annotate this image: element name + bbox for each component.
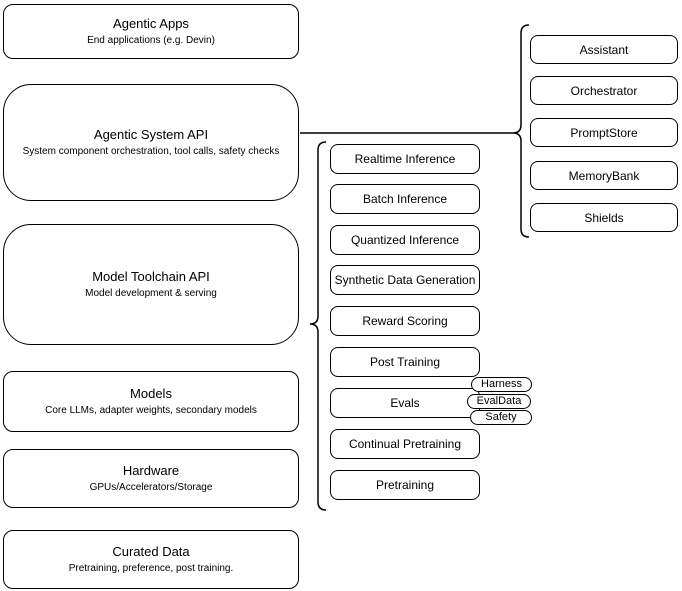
node-realtime-inference: Realtime Inference xyxy=(330,144,480,174)
node-label: MemoryBank xyxy=(568,168,640,183)
node-curated-data: Curated Data Pretraining, preference, po… xyxy=(3,530,299,589)
node-hardware: Hardware GPUs/Accelerators/Storage xyxy=(3,449,299,508)
node-title: Curated Data xyxy=(112,543,190,559)
node-subtitle: System component orchestration, tool cal… xyxy=(22,146,280,158)
node-memorybank: MemoryBank xyxy=(530,161,678,190)
right-curly-brace xyxy=(512,24,530,238)
node-subtitle: Pretraining, preference, post training. xyxy=(68,563,234,575)
node-label: Pretraining xyxy=(375,478,435,492)
node-model-toolchain-api: Model Toolchain API Model development & … xyxy=(3,224,299,345)
node-label: Assistant xyxy=(579,42,629,57)
node-subtitle: Model development & serving xyxy=(85,288,217,300)
tag-safety: Safety xyxy=(470,410,532,425)
node-title: Models xyxy=(130,385,172,401)
node-continual-pretraining: Continual Pretraining xyxy=(330,429,480,459)
node-label: Quantized Inference xyxy=(350,233,460,247)
node-label: Post Training xyxy=(369,355,441,369)
node-models: Models Core LLMs, adapter weights, secon… xyxy=(3,371,299,432)
node-agentic-apps: Agentic Apps End applications (e.g. Devi… xyxy=(3,4,299,59)
node-evals: Evals xyxy=(330,388,480,418)
node-promptstore: PromptStore xyxy=(530,118,678,147)
node-subtitle: End applications (e.g. Devin) xyxy=(87,35,215,47)
node-subtitle: GPUs/Accelerators/Storage xyxy=(89,482,213,494)
node-synthetic-data-generation: Synthetic Data Generation xyxy=(330,265,480,295)
node-assistant: Assistant xyxy=(530,35,678,64)
node-batch-inference: Batch Inference xyxy=(330,184,480,214)
tag-evaldata: EvalData xyxy=(467,394,531,409)
node-label: Shields xyxy=(584,210,624,225)
node-label: PromptStore xyxy=(570,125,638,140)
node-orchestrator: Orchestrator xyxy=(530,76,678,105)
node-label: Orchestrator xyxy=(570,83,638,98)
middle-curly-brace xyxy=(309,141,327,511)
node-shields: Shields xyxy=(530,203,678,232)
tag-harness: Harness xyxy=(471,377,532,392)
node-label: Reward Scoring xyxy=(362,314,448,328)
node-subtitle: Core LLMs, adapter weights, secondary mo… xyxy=(45,405,257,417)
node-quantized-inference: Quantized Inference xyxy=(330,225,480,255)
node-label: Evals xyxy=(390,396,420,410)
tag-label: Safety xyxy=(485,411,517,423)
node-label: Batch Inference xyxy=(362,192,448,206)
node-post-training: Post Training xyxy=(330,347,480,377)
node-agentic-system-api: Agentic System API System component orch… xyxy=(3,84,299,201)
node-pretraining: Pretraining xyxy=(330,470,480,500)
node-reward-scoring: Reward Scoring xyxy=(330,306,480,336)
node-title: Agentic Apps xyxy=(113,15,189,31)
node-label: Continual Pretraining xyxy=(348,437,462,451)
node-label: Synthetic Data Generation xyxy=(334,273,476,287)
node-title: Agentic System API xyxy=(93,126,209,142)
tag-label: EvalData xyxy=(476,395,522,407)
node-label: Realtime Inference xyxy=(354,152,456,166)
node-title: Hardware xyxy=(122,462,180,478)
tag-label: Harness xyxy=(481,378,522,390)
node-title: Model Toolchain API xyxy=(92,268,210,284)
